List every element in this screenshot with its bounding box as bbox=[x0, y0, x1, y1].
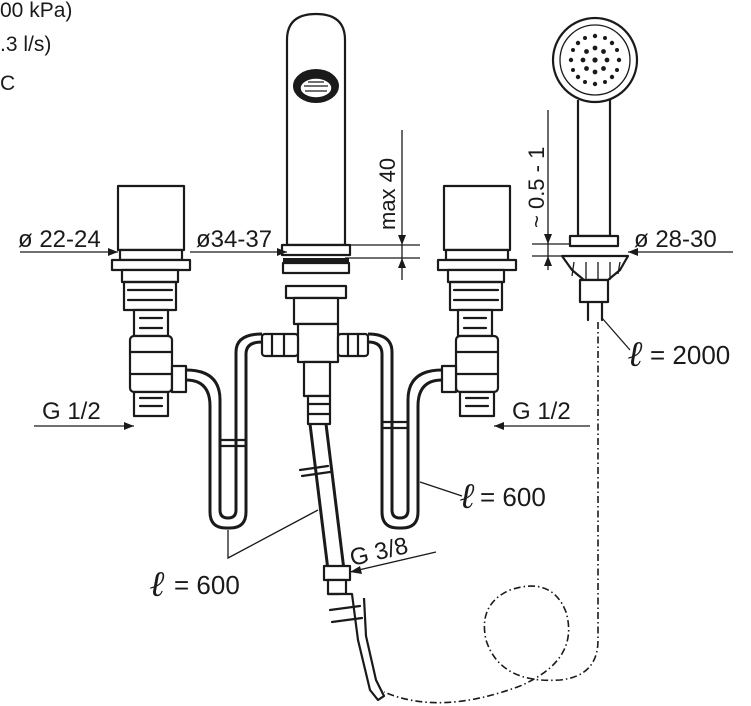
shower-holder-base bbox=[560, 254, 630, 282]
manifold-right-port bbox=[336, 332, 370, 358]
hand-shower bbox=[551, 16, 639, 322]
right-deck-flange bbox=[436, 258, 518, 272]
right-hose-outer bbox=[367, 340, 443, 530]
right-thread-label: G 1/2 bbox=[512, 398, 571, 425]
right-hose-connector bbox=[440, 364, 458, 394]
left-handle-collar bbox=[118, 248, 184, 262]
shower-diameter-label: ø 28-30 bbox=[634, 226, 717, 253]
right-valve-nut bbox=[446, 268, 506, 284]
outlet-connector-nut bbox=[326, 578, 348, 596]
left-deck-flange bbox=[110, 258, 192, 272]
outlet-fitting bbox=[302, 360, 332, 398]
manifold-block bbox=[296, 322, 340, 364]
right-valve bbox=[436, 184, 518, 418]
manifold-left-port bbox=[260, 332, 300, 358]
shower-hose-dashed bbox=[383, 322, 599, 704]
spout-diameter-label: ø34-37 bbox=[196, 226, 272, 253]
shower-hose-length-label: = 2000 bbox=[650, 340, 730, 370]
right-inlet-tail bbox=[458, 390, 496, 418]
spout-gasket bbox=[283, 258, 349, 262]
left-hose-connector bbox=[170, 364, 188, 394]
left-hose-length-label: = 600 bbox=[174, 570, 240, 600]
spout-height-label: max 40 bbox=[375, 158, 400, 230]
shower-hose-length-symbol: ℓ bbox=[628, 334, 643, 374]
spout-nut bbox=[284, 284, 348, 300]
outlet-hose-left bbox=[308, 423, 330, 571]
shower-holder-ring bbox=[568, 234, 620, 248]
outlet-connector-ring bbox=[322, 564, 352, 582]
left-valve-nut bbox=[120, 268, 180, 284]
flexible-hoses bbox=[185, 322, 599, 704]
left-hose-inner bbox=[185, 332, 263, 520]
shower-holder-nut bbox=[578, 278, 610, 304]
right-hose-length-label: = 600 bbox=[480, 482, 546, 512]
spec-line-temperature: C bbox=[0, 72, 15, 95]
outlet-connector-body bbox=[328, 592, 386, 702]
spout-collar bbox=[280, 243, 352, 257]
spout-deck-flange bbox=[281, 261, 351, 275]
spout-body bbox=[285, 12, 347, 247]
left-valve-body bbox=[128, 334, 174, 394]
left-valve bbox=[110, 184, 192, 418]
left-valve-thread bbox=[122, 280, 178, 312]
shower-hose-stub bbox=[586, 300, 604, 322]
left-thread-label: G 1/2 bbox=[42, 398, 101, 425]
right-valve-shank bbox=[456, 308, 494, 338]
left-inlet-diameter-label: ø 22-24 bbox=[18, 226, 101, 253]
left-inlet-tail bbox=[132, 390, 170, 418]
center-spout bbox=[260, 12, 370, 426]
spout-shank bbox=[292, 296, 340, 326]
left-hose-length-symbol: ℓ bbox=[150, 564, 165, 604]
spec-text-block: 00 kPa) .3 l/s) C bbox=[0, 0, 72, 95]
shower-nozzles bbox=[568, 33, 622, 87]
right-handle bbox=[442, 184, 512, 252]
dimension-annotations: ø 22-24 ø34-37 max 40 ~ 0.5 - 1 ø 28-30 … bbox=[18, 110, 733, 604]
left-valve-shank bbox=[132, 308, 170, 338]
left-hose-outer bbox=[185, 340, 263, 530]
right-valve-thread bbox=[448, 280, 504, 312]
left-handle bbox=[116, 184, 186, 252]
outlet-nut bbox=[306, 394, 332, 426]
outlet-hose-right bbox=[324, 423, 346, 571]
spec-line-pressure: 00 kPa) bbox=[0, 0, 72, 22]
gap-label: ~ 0.5 - 1 bbox=[524, 147, 549, 228]
right-valve-body bbox=[454, 334, 500, 394]
shower-handle bbox=[576, 100, 612, 238]
right-handle-collar bbox=[444, 248, 510, 262]
right-hose-length-symbol: ℓ bbox=[460, 476, 475, 516]
outlet-thread-label: G 3/8 bbox=[347, 532, 410, 572]
right-hose-inner bbox=[367, 332, 443, 520]
spec-line-flow: .3 l/s) bbox=[0, 33, 51, 56]
